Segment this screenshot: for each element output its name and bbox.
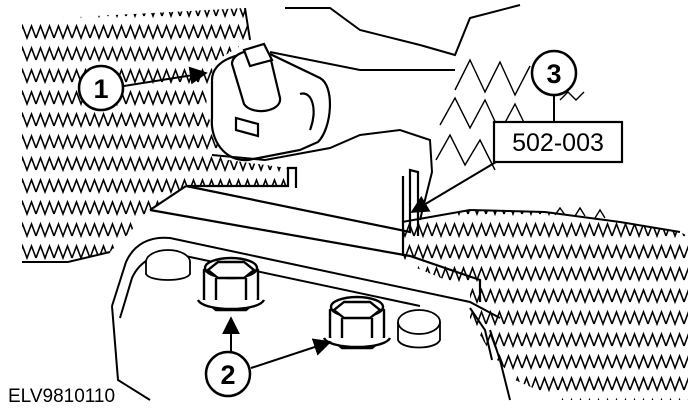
callout-3: 3 502-003 <box>410 49 624 213</box>
callout-1: 1 <box>77 64 208 112</box>
upper-housing-outline <box>269 4 521 71</box>
upper-right-ribs <box>435 58 606 219</box>
callout-1-number: 1 <box>93 74 108 104</box>
callout-2-number: 2 <box>220 360 235 390</box>
right-housing-hatch <box>402 210 688 400</box>
figure-id: ELV9810110 <box>8 386 115 407</box>
hex-bolt-right <box>322 295 392 350</box>
tool-label: 502-003 <box>512 129 604 157</box>
special-tool-bracket <box>149 166 482 302</box>
left-housing-edge <box>22 7 251 263</box>
callout-2: 2 <box>204 316 332 398</box>
tool-body-outline <box>211 128 434 221</box>
right-housing-edge <box>401 208 681 233</box>
socket-adapter <box>210 42 332 162</box>
tool-label-box <box>492 120 624 164</box>
hex-bolt-left <box>196 256 266 312</box>
background-bolt <box>145 249 441 349</box>
callout-3-number: 3 <box>546 59 561 89</box>
